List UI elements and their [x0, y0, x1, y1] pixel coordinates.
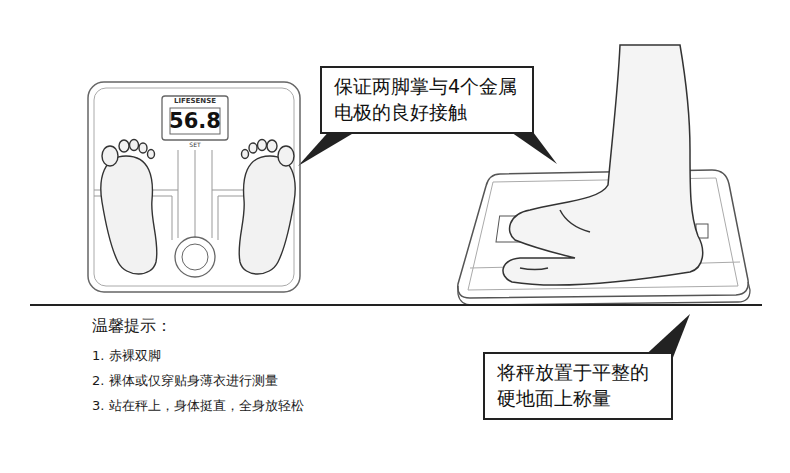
display-text: LIFESENSE — [174, 97, 216, 105]
display-text: 56.8 — [169, 109, 221, 133]
display-text: SET — [189, 141, 200, 148]
left-foot — [101, 140, 157, 275]
tip-text: 3. 站在秤上，身体挺直，全身放轻松 — [92, 397, 304, 415]
tip-text: 温馨提示： — [92, 316, 172, 337]
callout-box: 保证两脚掌与4个金属电极的良好接触 — [320, 66, 534, 134]
ground-line — [30, 304, 762, 306]
tip-text: 2. 裸体或仅穿贴身薄衣进行测量 — [92, 372, 278, 390]
callout-box: 将秤放置于平整的硬地面上称量 — [483, 352, 673, 420]
right-foot — [239, 140, 295, 275]
scale-top-view — [88, 82, 300, 292]
tip-text: 1. 赤裸双脚 — [92, 347, 161, 365]
callout-text: 将秤放置于平整的硬地面上称量 — [497, 360, 659, 411]
callout-text: 保证两脚掌与4个金属电极的良好接触 — [334, 74, 520, 125]
